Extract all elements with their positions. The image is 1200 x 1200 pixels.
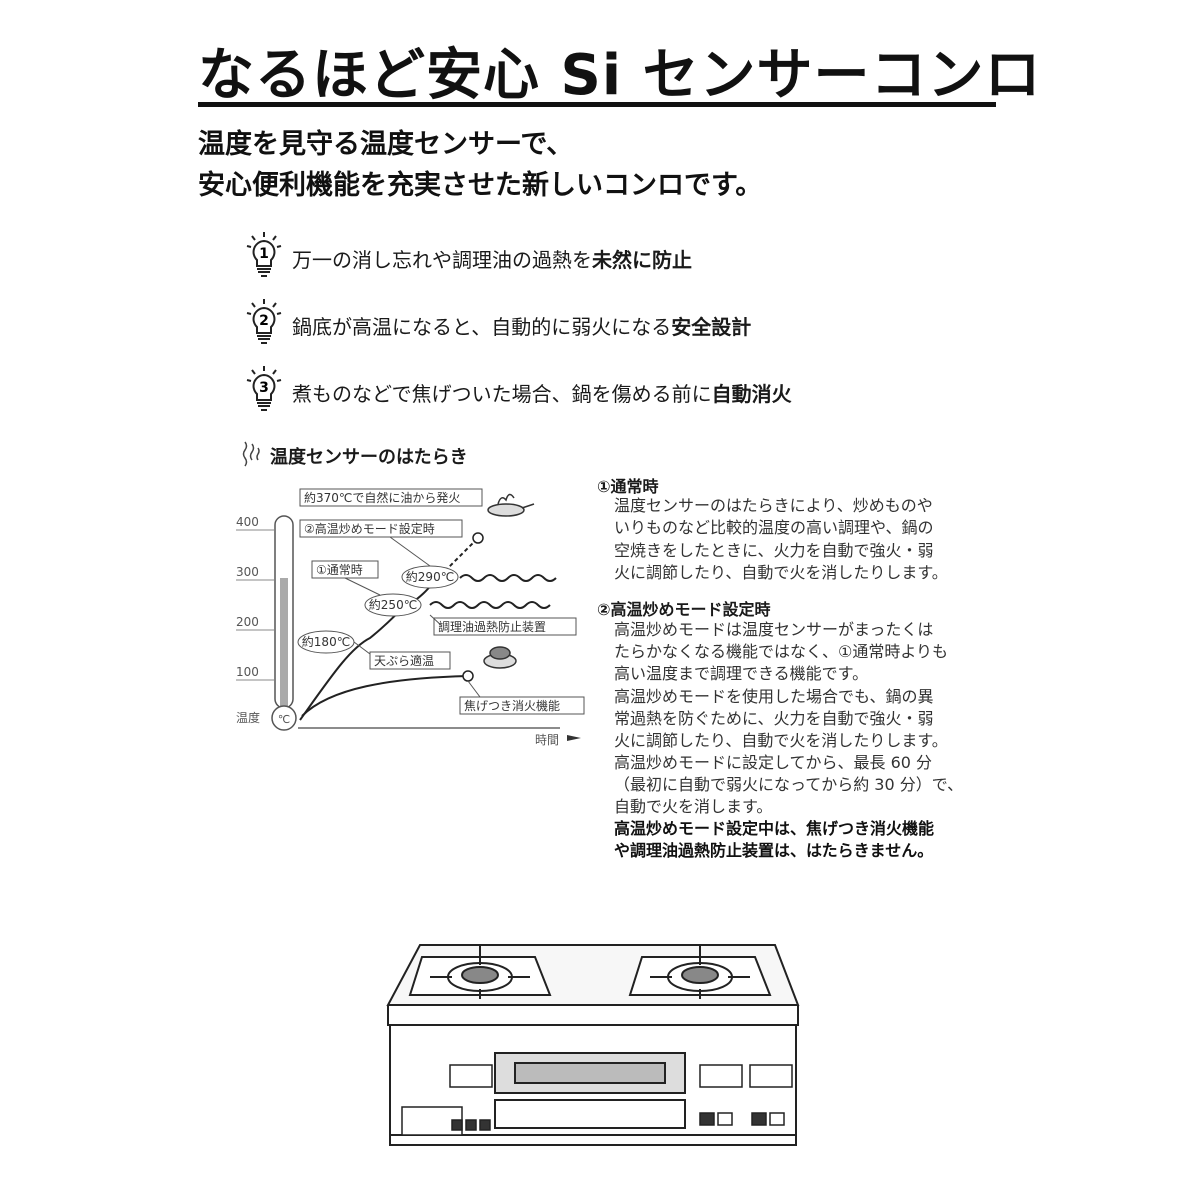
svg-text:調理油過熱防止装置: 調理油過熱防止装置 [438,619,546,634]
svg-text:℃: ℃ [278,713,290,726]
feature-text-2: 鍋底が高温になると、自動的に弱火になる安全設計 [292,315,752,339]
lightbulb-icon: 2 [246,299,282,344]
svg-text:1: 1 [259,246,269,262]
feature-text-3: 煮ものなどで焦げついた場合、鍋を傷める前に自動消火 [292,382,792,406]
high-mode-line: 自動で火を消します。 [614,797,773,816]
control-right [749,1064,793,1088]
high-mode-line: （最初に自動で弱火になってから約 30 分）で、 [614,775,964,794]
frying-pan-icon [487,503,525,517]
high-mode-line: 高温炒めモードに設定してから、最長 60 分 [614,753,933,772]
high-mode-line: 高い温度まで調理できる機能です。 [614,664,869,683]
svg-text:300: 300 [236,565,259,579]
svg-text:約370℃で自然に油から発火: 約370℃で自然に油から発火 [304,490,460,505]
high-mode-line: 高温炒めモードは温度センサーがまったくは [614,620,934,639]
gas-stove-illustration [386,944,800,1146]
high-mode-line: 常過熱を防ぐために、火力を自動で強火・弱 [614,709,934,728]
svg-text:2: 2 [259,313,269,329]
high-mode-line: 火に調節したり、自動で火を消したりします。 [614,731,948,750]
high-mode-line: 高温炒めモードを使用した場合でも、鍋の異 [614,687,934,706]
normal-mode-heading: ①通常時 [597,477,659,496]
feature-text-1: 万一の消し忘れや調理油の過熱を未然に防止 [292,248,692,272]
normal-mode-line: 火に調節したり、自動で火を消したりします。 [614,563,948,582]
svg-text:400: 400 [236,515,259,529]
svg-text:約290℃: 約290℃ [406,569,454,584]
svg-text:天ぷら適温: 天ぷら適温 [374,653,434,668]
burner-left [408,945,552,999]
svg-text:約180℃: 約180℃ [302,634,350,649]
normal-mode-line: 温度センサーのはたらきにより、炒めものや [614,496,933,515]
burner-right [628,945,772,999]
curve-scorch [301,675,469,717]
svg-text:焦げつき消火機能: 焦げつき消火機能 [464,698,560,713]
high-mode-heading: ②高温炒めモード設定時 [597,600,771,619]
title-rule [198,102,996,107]
lightbulb-icon: 3 [246,366,282,411]
feature-item-1: 1 万一の消し忘れや調理油の過熱を未然に防止 [244,230,1004,280]
feature-item-3: 3 煮ものなどで焦げついた場合、鍋を傷める前に自動消火 [244,364,1004,414]
svg-text:時間: 時間 [535,733,559,747]
svg-text:3: 3 [259,380,269,396]
intro-line-1: 温度を見守る温度センサーで、 [198,129,574,160]
sensor-heading: 温度センサーのはたらき [270,447,468,468]
high-mode-warning: 高温炒めモード設定中は、焦げつき消火機能 [614,819,935,838]
svg-text:①通常時: ①通常時 [316,563,363,577]
svg-text:温度: 温度 [236,710,260,725]
control-mid [699,1064,743,1088]
normal-mode-line: いりものなど比較的温度の高い調理や、鍋の [614,518,934,537]
svg-text:200: 200 [236,615,259,629]
lightbulb-icon: 1 [246,232,282,277]
temperature-diagram: 400 300 200 100 温度 ℃ 時間 約370℃で自然に油から発火 ②… [236,488,585,747]
intro-line-2: 安心便利機能を充実させた新しいコンロです。 [198,170,763,201]
control-left [449,1064,493,1088]
svg-text:約250℃: 約250℃ [369,597,417,612]
page-title: なるほど安心 Si センサーコンロ [198,43,1042,108]
high-mode-line: たらかなくなる機能ではなく、①通常時よりも [614,642,949,661]
feature-item-2: 2 鍋底が高温になると、自動的に弱火になる安全設計 [244,297,1004,347]
svg-text:100: 100 [236,665,259,679]
svg-text:②高温炒めモード設定時: ②高温炒めモード設定時 [304,521,435,536]
heat-icon [242,441,260,467]
normal-mode-line: 空焼きをしたときに、火力を自動で強火・弱 [614,541,934,560]
high-mode-warning: や調理油過熱防止装置は、はたらきません。 [614,841,934,860]
